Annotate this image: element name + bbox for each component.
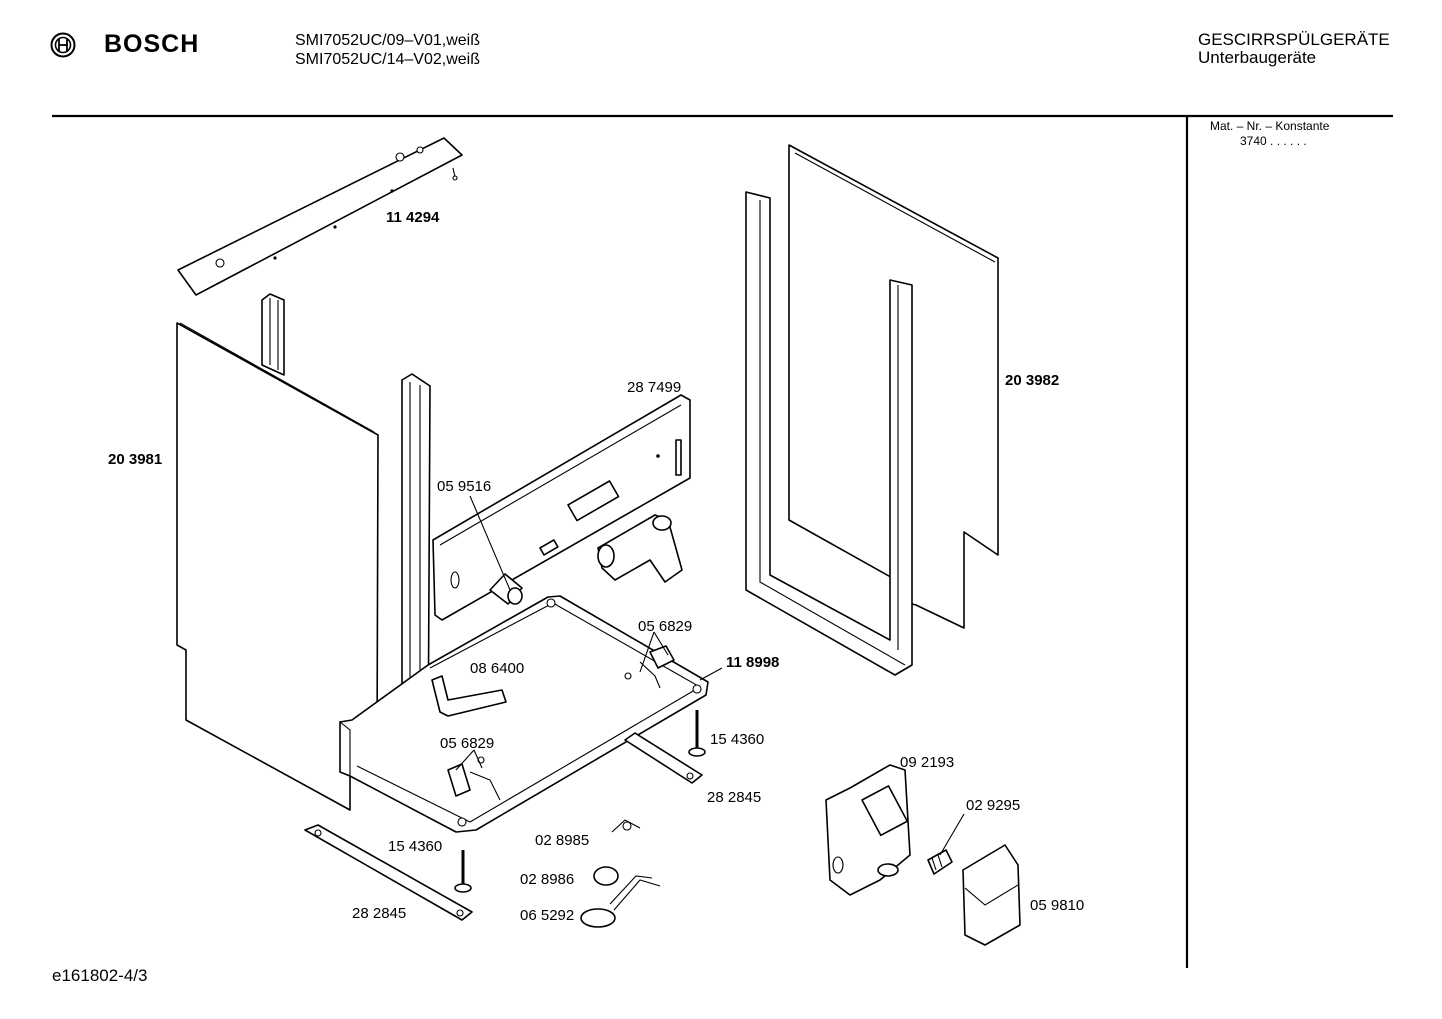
model-line: SMI7052UC/09–V01,weiß	[295, 32, 480, 49]
part-label: 11 4294	[386, 209, 440, 226]
part-label: 02 8986	[520, 871, 574, 888]
part-label: 28 2845	[352, 905, 406, 922]
left-rear-rail	[261, 293, 285, 376]
model-list: SMI7052UC/09–V01,weiß SMI7052UC/14–V02,w…	[295, 31, 480, 69]
category-subtitle: Unterbaugeräte	[1198, 48, 1317, 67]
connector-part	[927, 849, 953, 875]
drawing-code: e161802-4/3	[52, 966, 148, 985]
part-label: 09 2193	[900, 754, 954, 771]
cover-part	[962, 844, 1021, 946]
part-label: 05 6829	[440, 735, 494, 752]
category-block: GESCIRRSPÜLGERÄTE Unterbaugeräte	[1198, 31, 1390, 67]
part-label: 05 9810	[1030, 897, 1084, 914]
part-label: 08 6400	[470, 660, 524, 677]
base-frame-part	[339, 595, 709, 833]
part-label: 28 7499	[627, 379, 681, 396]
part-label: 28 2845	[707, 789, 761, 806]
angle-bracket-part	[431, 675, 507, 717]
screw-foot-right	[688, 710, 706, 757]
pipe-bracket-part	[597, 514, 683, 583]
material-constant: Mat. – Nr. – Konstante 3740 . . . . . .	[1210, 119, 1329, 149]
part-label: 20 3982	[1005, 372, 1059, 389]
hose-assembly-part	[580, 875, 661, 928]
runner-left-part	[304, 824, 473, 921]
mounting-plate-part	[825, 764, 911, 896]
part-label: 20 3981	[108, 451, 162, 468]
part-label: 05 6829	[638, 618, 692, 635]
runner-right-part	[624, 732, 703, 784]
bosch-logo-icon	[50, 32, 76, 58]
top-strip-part	[177, 137, 463, 296]
model-line: SMI7052UC/14–V02,weiß	[295, 51, 480, 68]
cylinder-part	[489, 573, 523, 605]
small-clip-part	[611, 819, 641, 833]
brand-name: BOSCH	[104, 30, 200, 58]
category-title: GESCIRRSPÜLGERÄTE	[1198, 30, 1390, 49]
screw-foot-left	[454, 850, 472, 893]
right-front-frame	[745, 191, 913, 676]
part-label: 15 4360	[388, 838, 442, 855]
part-label: 06 5292	[520, 907, 574, 924]
part-labels: 11 4294 20 3981 20 3982 28 7499 05 9516 …	[108, 209, 1084, 924]
material-label: Mat. – Nr. – Konstante	[1210, 119, 1330, 133]
part-label: 11 8998	[726, 654, 779, 671]
part-label: 15 4360	[710, 731, 764, 748]
part-label: 02 9295	[966, 797, 1020, 814]
clip-upper-part	[624, 645, 675, 689]
left-side-panel	[176, 322, 379, 811]
leader-lines	[455, 495, 965, 856]
part-label: 05 9516	[437, 478, 491, 495]
part-label: 02 8985	[535, 832, 589, 849]
material-value: 3740 . . . . . .	[1240, 134, 1307, 148]
control-panel-part	[432, 394, 691, 621]
round-cap-part	[593, 866, 619, 886]
